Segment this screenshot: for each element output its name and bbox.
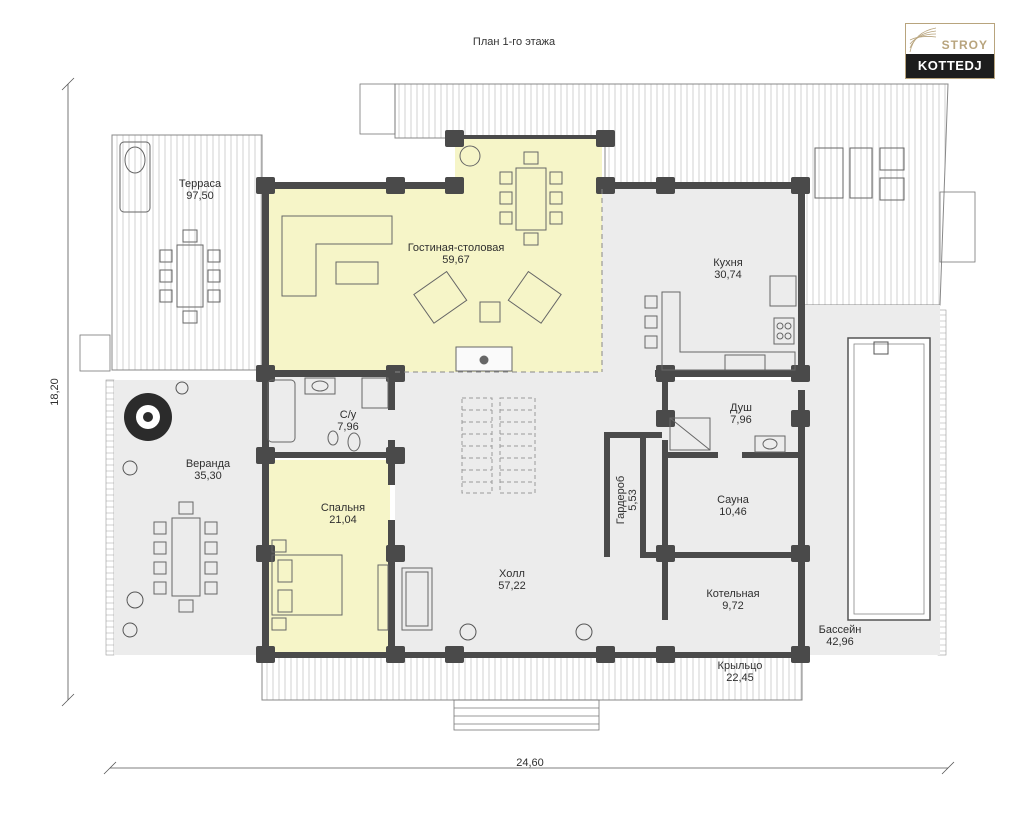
stairs	[461, 397, 536, 494]
shower-name: Душ	[730, 402, 752, 414]
bedroom-name: Спальня	[321, 502, 365, 514]
living-floor	[262, 185, 602, 372]
sauna-area: 10,46	[719, 506, 747, 518]
boiler-name: Котельная	[706, 588, 759, 600]
veranda-left-rail	[105, 379, 115, 656]
room-labels: Терраса 97,50 Гостиная-столовая 59,67 Ку…	[179, 178, 861, 684]
logo-stroy-text: STROY	[941, 38, 988, 52]
furniture	[119, 141, 905, 631]
bed	[271, 554, 343, 616]
pool-name: Бассейн	[819, 624, 862, 636]
porch-area: 22,45	[726, 672, 754, 684]
wet-floor	[665, 380, 800, 655]
kitchen-name: Кухня	[713, 257, 742, 269]
kitchen-counter	[661, 291, 796, 371]
living-area: 59,67	[442, 254, 470, 266]
living-name: Гостиная-столовая	[408, 242, 505, 254]
plants	[122, 381, 593, 641]
corner-sofa	[281, 215, 393, 297]
hall-area: 57,22	[498, 580, 526, 592]
veranda-table	[171, 517, 201, 597]
veranda-area: 35,30	[194, 470, 222, 482]
shower-area: 7,96	[730, 414, 751, 426]
logo-kottedj-text: KOTTEDJ	[906, 54, 994, 78]
logo-wave-icon	[909, 27, 937, 53]
wc-name: С/у	[340, 409, 357, 421]
terrace-name: Терраса	[179, 178, 222, 190]
sauna-name: Сауна	[717, 494, 750, 506]
dimension-width: 24,60	[516, 757, 544, 769]
bathtub	[267, 379, 296, 443]
dimension-height: 18,20	[49, 378, 61, 406]
hall-sofa	[401, 567, 433, 631]
hall-floor	[395, 372, 665, 655]
wardrobe-name: Гардероб	[615, 476, 627, 524]
pool-ladder-icon	[873, 341, 889, 355]
entry-steps	[79, 83, 976, 731]
pool-area: 42,96	[826, 636, 854, 648]
logo: STROY KOTTEDJ	[905, 23, 995, 79]
bedroom-floor	[265, 460, 390, 655]
kitchen-area: 30,74	[714, 269, 742, 281]
porch-name: Крыльцо	[718, 660, 763, 672]
living-upper-floor	[455, 138, 602, 185]
wardrobe-area: 5,53	[627, 489, 639, 510]
pool-basin-inner	[853, 343, 925, 615]
walls	[262, 135, 805, 658]
terrace-area: 97,50	[186, 190, 214, 202]
veranda-name: Веранда	[186, 458, 231, 470]
dimension-lines	[61, 77, 955, 775]
plan-title: План 1-го этажа	[473, 36, 556, 48]
terrace-lounger	[119, 141, 151, 213]
dining-table	[515, 167, 547, 231]
terrace-deck	[111, 134, 263, 371]
wc-area: 7,96	[337, 421, 358, 433]
kitchen-floor	[602, 185, 800, 372]
pool-basin	[847, 337, 931, 621]
bedroom-area: 21,04	[329, 514, 357, 526]
hall-name: Холл	[499, 568, 525, 580]
boiler-area: 9,72	[722, 600, 743, 612]
terrace-table	[176, 244, 204, 308]
columns	[256, 130, 810, 663]
